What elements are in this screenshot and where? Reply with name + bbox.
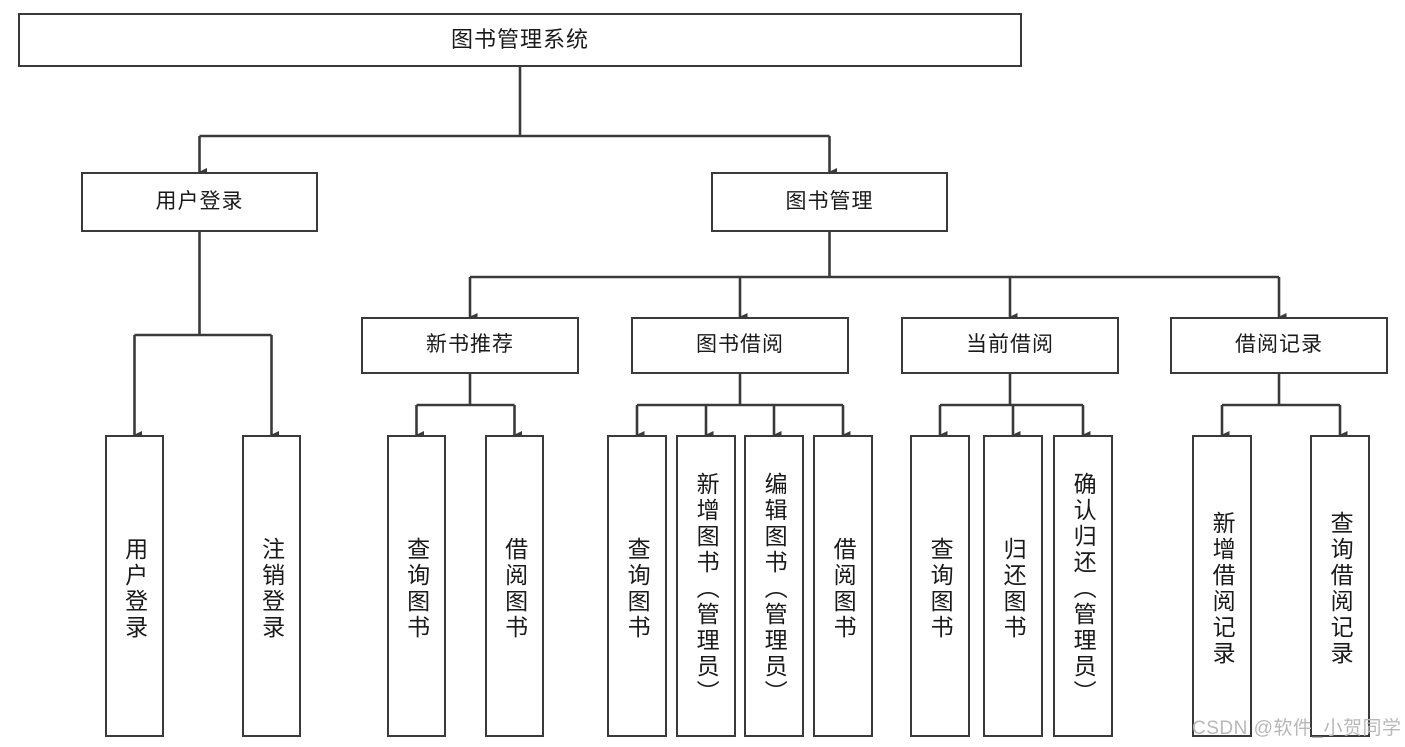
node-label: 借阅记录 [1235,333,1323,357]
node-label: 查询借阅记录 [1327,511,1354,667]
node-label: 查询图书 [403,537,430,641]
watermark: CSDN @软件_小贺同学 [1192,718,1402,739]
node-leaf-bb-edit[interactable]: 编辑图书（管理员） [744,435,804,737]
node-label: 查询图书 [927,537,954,641]
node-label: 注销登录 [258,537,285,641]
node-leaf-cl-return[interactable]: 归还图书 [983,435,1043,737]
node-label: 图书管理系统 [450,27,589,53]
node-leaf-bb-add[interactable]: 新增图书（管理员） [676,435,736,737]
node-label: 借阅图书 [830,537,857,641]
node-label: 当前借阅 [966,333,1054,357]
node-label: 新增图书（管理员） [693,472,720,706]
connector-lines [133,67,1348,440]
node-loan-records[interactable]: 借阅记录 [1170,317,1388,374]
node-leaf-cl-query[interactable]: 查询图书 [910,435,970,737]
node-label: 用户登录 [121,537,148,641]
node-user-login[interactable]: 用户登录 [81,172,318,232]
node-current-loan[interactable]: 当前借阅 [901,317,1119,374]
node-leaf-rec-borrow[interactable]: 借阅图书 [485,435,544,737]
node-label: 查询图书 [624,537,651,641]
node-label: 编辑图书（管理员） [761,472,788,706]
node-leaf-bb-query[interactable]: 查询图书 [607,435,667,737]
node-leaf-lr-query[interactable]: 查询借阅记录 [1310,435,1370,737]
node-leaf-lr-add[interactable]: 新增借阅记录 [1192,435,1252,737]
node-leaf-cl-confirm[interactable]: 确认归还（管理员） [1053,435,1113,737]
node-label: 归还图书 [1000,537,1027,641]
node-leaf-bb-borrow[interactable]: 借阅图书 [813,435,873,737]
node-new-book-rec[interactable]: 新书推荐 [361,317,579,374]
node-leaf-rec-query[interactable]: 查询图书 [387,435,446,737]
node-label: 新增借阅记录 [1209,511,1236,667]
node-root[interactable]: 图书管理系统 [18,13,1022,67]
node-leaf-login[interactable]: 用户登录 [105,435,164,737]
node-leaf-logout[interactable]: 注销登录 [242,435,301,737]
node-book-mgmt[interactable]: 图书管理 [711,172,948,232]
node-label: 图书借阅 [696,333,784,357]
node-label: 借阅图书 [501,537,528,641]
node-label: 新书推荐 [426,333,514,357]
node-label: 图书管理 [785,189,874,213]
node-label: 用户登录 [155,189,244,213]
node-book-borrow[interactable]: 图书借阅 [631,317,849,374]
node-label: 确认归还（管理员） [1070,472,1097,706]
